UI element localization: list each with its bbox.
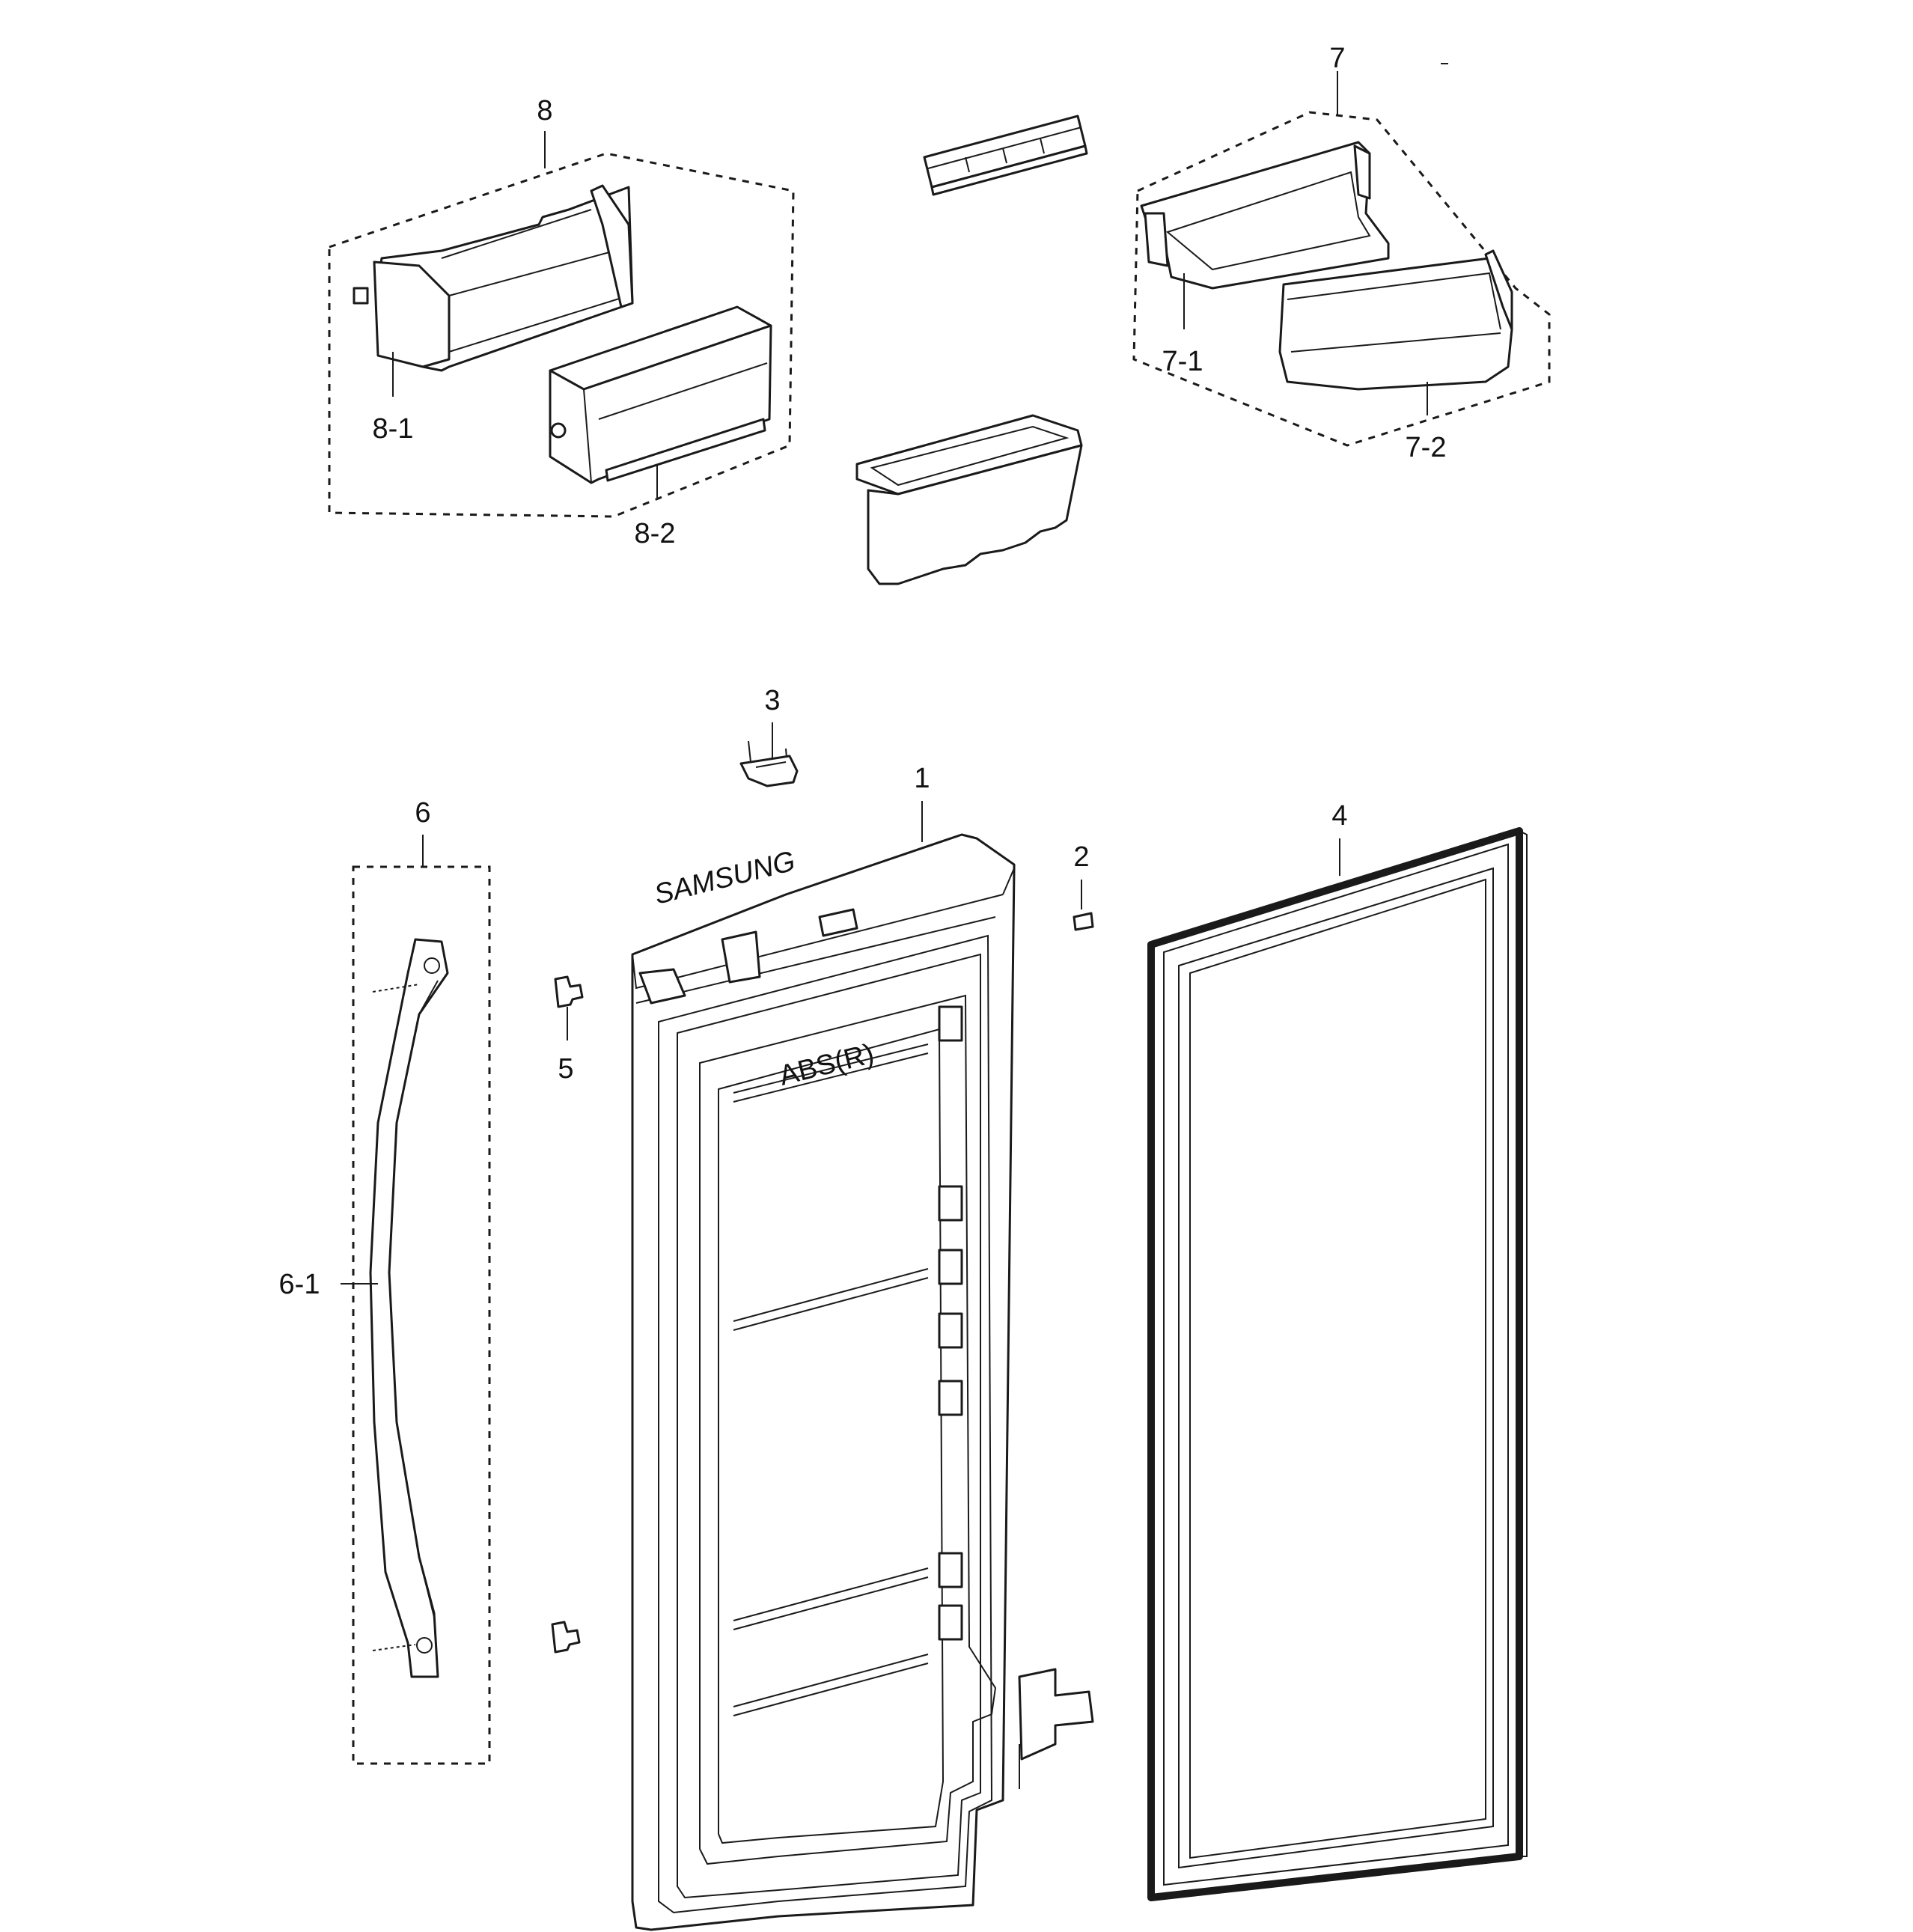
handle-screw-bottom bbox=[372, 1644, 416, 1651]
part-1-door-assembly: 1 SAMSUNG ABS(R) bbox=[631, 763, 1094, 1931]
group-6: 6 6-1 bbox=[279, 797, 491, 1765]
hinge-pocket-left bbox=[638, 968, 686, 1005]
label-7-1: 7-1 bbox=[1162, 346, 1203, 377]
part-8-1-door-bin bbox=[353, 184, 634, 372]
part-5-mounting-studs: 5 bbox=[551, 975, 584, 1654]
handle-hole-bottom bbox=[416, 1637, 433, 1654]
bottom-hinge-bracket bbox=[1018, 1668, 1094, 1789]
label-8: 8 bbox=[537, 95, 552, 127]
label-5: 5 bbox=[558, 1053, 573, 1085]
hinge-pocket-centre bbox=[721, 930, 761, 984]
cover-knob bbox=[550, 422, 567, 439]
label-3: 3 bbox=[764, 685, 780, 716]
stud-top bbox=[554, 975, 584, 1008]
label-8-2: 8-2 bbox=[635, 518, 676, 549]
hinge-pocket-right bbox=[818, 908, 858, 937]
group-7: 7 7-1 7-2 bbox=[1132, 43, 1551, 463]
part-slotted-cover bbox=[923, 115, 1088, 196]
group-6-boundary bbox=[352, 865, 491, 1765]
shelf-clips bbox=[938, 1005, 963, 1641]
label-7: 7 bbox=[1329, 43, 1345, 74]
group-8: 8 8-1 8-2 bbox=[328, 95, 795, 549]
screw-3a bbox=[748, 740, 751, 763]
handle-screw-top bbox=[372, 984, 420, 993]
part-6-1-handle bbox=[369, 938, 449, 1678]
label-1: 1 bbox=[914, 763, 930, 794]
part-2-cap: 2 bbox=[1073, 841, 1094, 931]
part-3-hinge-cover: 3 bbox=[739, 685, 799, 787]
part-7-1-upper-shelf bbox=[1140, 141, 1390, 290]
part-4-door-gasket: 4 bbox=[1147, 800, 1528, 1901]
handle-hole-top bbox=[424, 957, 440, 974]
stud-bottom bbox=[551, 1621, 581, 1654]
label-8-1: 8-1 bbox=[373, 413, 414, 445]
part-utility-tray bbox=[855, 414, 1083, 585]
label-4: 4 bbox=[1331, 800, 1347, 832]
label-7-2: 7-2 bbox=[1406, 432, 1447, 463]
label-2: 2 bbox=[1073, 841, 1089, 873]
label-6: 6 bbox=[415, 797, 430, 829]
label-6-1: 6-1 bbox=[279, 1269, 320, 1300]
part-7-2-lower-shelf bbox=[1278, 249, 1513, 391]
group-7-boundary bbox=[1132, 111, 1551, 447]
part-8-2-bin-cover bbox=[549, 305, 772, 484]
